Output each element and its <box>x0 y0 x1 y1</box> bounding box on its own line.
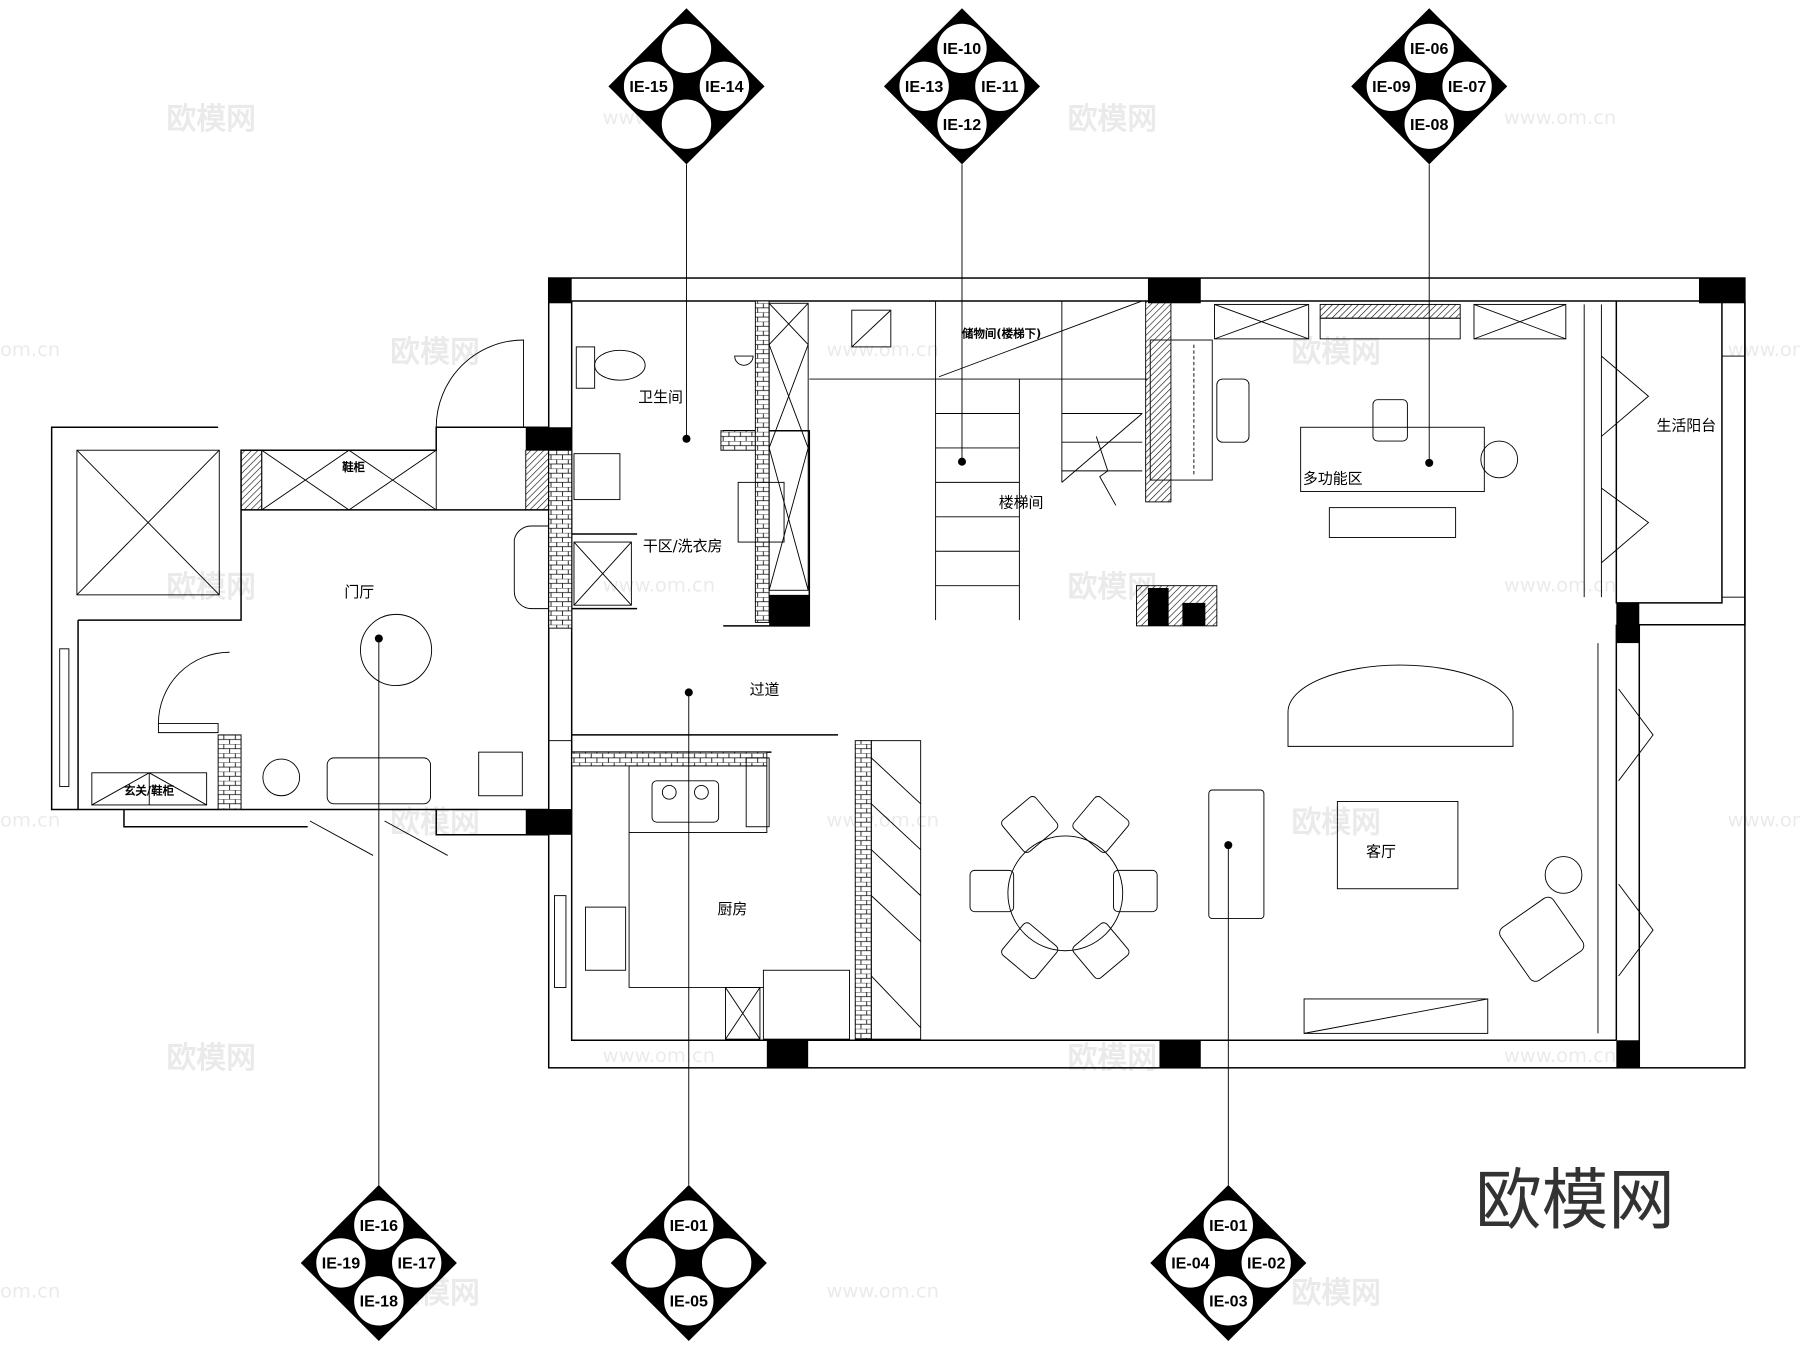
label-foyer: 门厅 <box>344 583 374 601</box>
marker-circle <box>974 60 1026 113</box>
svg-text:欧模网: 欧模网 <box>1291 1276 1380 1311</box>
svg-text:www.om.cn: www.om.cn <box>827 338 939 361</box>
marker-circle <box>1403 22 1456 75</box>
marker-label: IE-18 <box>360 1293 398 1311</box>
marker-circle <box>936 98 988 151</box>
marker-label: IE-19 <box>322 1255 360 1273</box>
marker-label: IE-14 <box>705 78 743 96</box>
svg-text:www.om.cn: www.om.cn <box>1728 338 1800 361</box>
svg-text:www.om.cn: www.om.cn <box>1504 106 1616 129</box>
marker-circle <box>1441 60 1493 113</box>
svg-text:欧模网: 欧模网 <box>1291 335 1380 370</box>
walls: 鞋柜 玄关/鞋柜 <box>50 277 1746 1069</box>
marker-circle <box>1164 1237 1217 1289</box>
marker-circle <box>660 98 713 151</box>
svg-text:欧模网: 欧模网 <box>166 1041 255 1076</box>
marker-label: IE-04 <box>1171 1255 1209 1273</box>
label-kitchen: 厨房 <box>717 900 747 918</box>
svg-text:www.om.cn: www.om.cn <box>1504 1044 1616 1067</box>
marker-circle <box>625 1237 677 1289</box>
label-laundry: 干区/洗衣房 <box>643 537 723 555</box>
marker-circle <box>936 22 988 75</box>
marker-label: IE-06 <box>1410 40 1448 58</box>
svg-text:www.om.cn: www.om.cn <box>1504 573 1616 596</box>
marker-circle <box>700 1237 753 1289</box>
svg-text:www.om.cn: www.om.cn <box>1728 809 1800 832</box>
marker-circle <box>622 60 675 113</box>
marker-circle <box>352 1275 405 1327</box>
marker-diamond <box>610 1184 767 1342</box>
marker-circle <box>660 22 713 75</box>
svg-text:欧模网: 欧模网 <box>1068 102 1157 137</box>
svg-text:欧模网: 欧模网 <box>1291 805 1380 840</box>
marker-label: IE-08 <box>1410 116 1448 134</box>
marker-bathroom: IE-14 IE-15 <box>608 8 765 165</box>
marker-circle <box>1365 60 1418 113</box>
svg-text:om.cn: om.cn <box>0 338 60 361</box>
watermarks: 欧模网 欧模网 www.om.cn www.om.cn om.cn 欧模网 欧模… <box>0 102 1800 1311</box>
marker-label: IE-05 <box>670 1293 708 1311</box>
marker-label: IE-12 <box>943 116 981 134</box>
marker-circle <box>662 1199 715 1251</box>
marker-diamond <box>1351 8 1508 165</box>
marker-label: IE-03 <box>1209 1293 1247 1311</box>
marker-circle <box>898 60 950 113</box>
svg-text:om.cn: om.cn <box>0 809 60 832</box>
svg-text:www.om.cn: www.om.cn <box>603 1044 715 1067</box>
svg-text:欧模网: 欧模网 <box>166 570 255 605</box>
marker-circle <box>698 60 751 113</box>
marker-label: IE-15 <box>629 78 667 96</box>
marker-circle <box>1403 98 1456 151</box>
marker-label: IE-10 <box>943 40 981 58</box>
brand-logo-text: 欧模网 <box>1475 1161 1675 1239</box>
svg-text:om.cn: om.cn <box>0 1279 60 1302</box>
marker-diamond <box>1150 1184 1307 1342</box>
svg-text:www.om.cn: www.om.cn <box>827 809 939 832</box>
marker-label: IE-09 <box>1372 78 1410 96</box>
marker-circle <box>390 1237 443 1289</box>
marker-label: IE-16 <box>360 1217 398 1235</box>
marker-diamond <box>883 8 1041 165</box>
label-entry-cabinet: 玄关/鞋柜 <box>124 784 175 798</box>
label-balcony: 生活阳台 <box>1657 417 1717 435</box>
marker-circle <box>1202 1199 1255 1251</box>
label-bathroom: 卫生间 <box>638 388 683 406</box>
marker-diamond <box>300 1184 457 1342</box>
marker-circle <box>352 1199 405 1251</box>
marker-label: IE-02 <box>1247 1255 1285 1273</box>
label-multi: 多功能区 <box>1303 470 1363 488</box>
marker-circle <box>1202 1275 1255 1327</box>
label-storage: 储物间(楼梯下) <box>962 327 1041 341</box>
svg-text:www.om.cn: www.om.cn <box>603 573 715 596</box>
svg-text:欧模网: 欧模网 <box>1068 1041 1157 1076</box>
marker-circle <box>1240 1237 1293 1289</box>
marker-label: IE-07 <box>1448 78 1486 96</box>
marker-label: IE-13 <box>905 78 943 96</box>
marker-label: IE-01 <box>670 1217 708 1235</box>
marker-label: IE-11 <box>981 78 1019 96</box>
label-corridor: 过道 <box>750 681 780 699</box>
svg-text:www.om.cn: www.om.cn <box>827 1279 939 1302</box>
label-living: 客厅 <box>1366 843 1396 861</box>
label-shoe-cabinet: 鞋柜 <box>342 460 365 474</box>
marker-label: IE-17 <box>398 1255 436 1273</box>
room-labels: 卫生间 干区/洗衣房 储物间(楼梯下) 楼梯间 多功能区 生活阳台 门厅 过道 … <box>344 327 1716 918</box>
marker-circle <box>315 1237 367 1289</box>
marker-circle <box>662 1275 715 1327</box>
svg-text:欧模网: 欧模网 <box>390 335 479 370</box>
marker-label: IE-01 <box>1209 1217 1247 1235</box>
svg-text:欧模网: 欧模网 <box>166 102 255 137</box>
leader-lines <box>374 164 1434 1185</box>
label-stairs: 楼梯间 <box>999 494 1044 512</box>
